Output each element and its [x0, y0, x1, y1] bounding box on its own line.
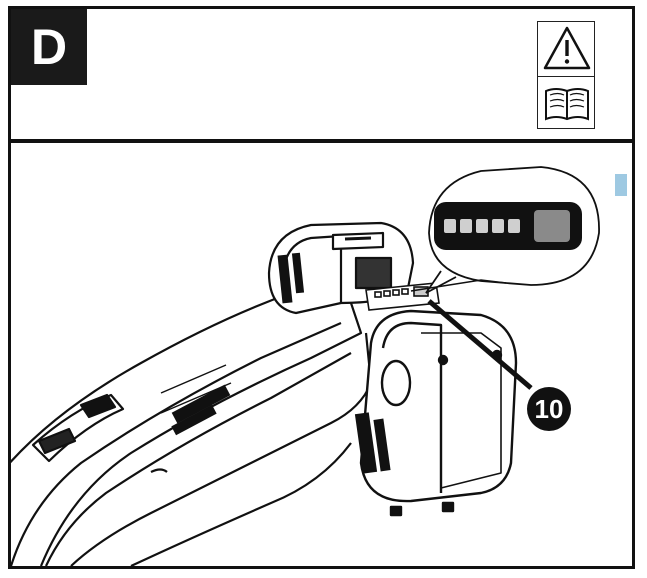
battery-level-bar: [476, 219, 488, 233]
battery-level-bar: [508, 219, 520, 233]
callout-leader: [427, 299, 533, 390]
step-badge: D: [11, 9, 87, 85]
panel-header: D: [11, 9, 632, 143]
battery-level-bar: [444, 219, 456, 233]
body-logo: [171, 384, 231, 436]
battery-check-button: [534, 210, 570, 242]
icon-divider: [538, 76, 594, 77]
warning-triangle-icon: [543, 26, 591, 70]
battery-level-bar: [492, 219, 504, 233]
battery-indicator-bars: [444, 219, 520, 233]
tool-body: [11, 288, 373, 566]
trimmer-illustration: [11, 166, 600, 566]
battery-level-bar: [460, 219, 472, 233]
front-battery: [359, 309, 518, 517]
safety-icons-box: [537, 21, 595, 129]
instruction-panel: D: [8, 6, 635, 569]
battery-label-marks: [277, 252, 391, 474]
page-edge-marker: [615, 174, 627, 196]
callout-number: 10: [527, 387, 571, 431]
bubble-tail: [410, 279, 507, 292]
read-manual-book-icon: [545, 88, 589, 121]
